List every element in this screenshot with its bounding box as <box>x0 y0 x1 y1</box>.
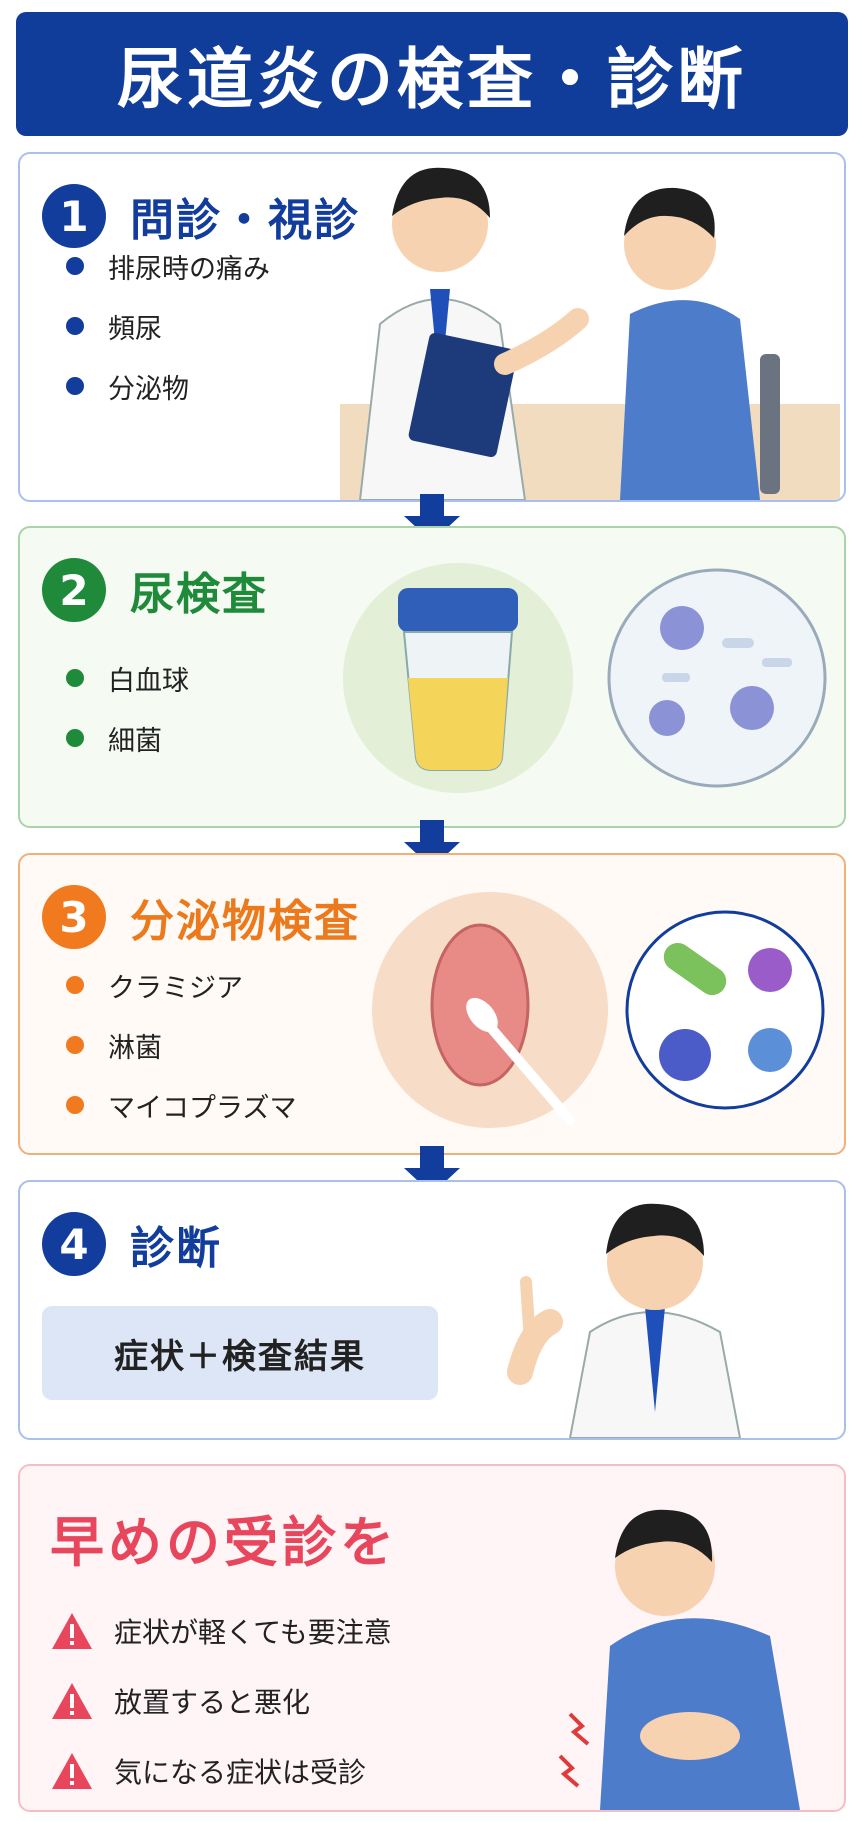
list-item: マイコプラズマ <box>66 1075 296 1135</box>
bullet-icon <box>66 317 84 335</box>
step-header: 1 問診・視診 <box>42 184 360 248</box>
step-card-discharge-test: 3 分泌物検査 クラミジア 淋菌 マイコプラズマ <box>18 853 846 1155</box>
down-arrow-icon <box>404 494 460 542</box>
step-card-diagnosis: 4 診断 症状＋検査結果 <box>18 1180 846 1440</box>
bullet-icon <box>66 729 84 747</box>
down-arrow-icon <box>404 1146 460 1194</box>
list-item: クラミジア <box>66 955 296 1015</box>
step-number: 2 <box>42 558 106 622</box>
bullet-icon <box>66 669 84 687</box>
swab-illustration <box>372 892 608 1128</box>
step-card-interview: 1 問診・視診 排尿時の痛み 頻尿 分泌物 <box>18 152 846 502</box>
bullet-icon <box>66 257 84 275</box>
step-title: 分泌物検査 <box>130 896 360 947</box>
list-item: 頻尿 <box>66 296 270 356</box>
step-title: 診断 <box>130 1223 222 1274</box>
early-consultation-title: 早めの受診を <box>50 1511 398 1574</box>
urine-cup-illustration <box>343 563 573 793</box>
list-item: 放置すると悪化 <box>50 1666 392 1736</box>
page-title: 尿道炎の検査・診断 <box>16 12 848 136</box>
diagnosis-basis: 症状＋検査結果 <box>42 1306 438 1400</box>
symptom-list: 排尿時の痛み 頻尿 分泌物 <box>66 236 270 416</box>
down-arrow-icon <box>404 820 460 868</box>
warning-list: 症状が軽くても要注意 放置すると悪化 気になる症状は受診 <box>50 1596 392 1806</box>
step-header: 4 診断 <box>42 1212 222 1276</box>
list-item: 症状が軽くても要注意 <box>50 1596 392 1666</box>
doctor-patient-illustration <box>340 167 840 500</box>
step-header: 3 分泌物検査 <box>42 885 360 949</box>
list-item: 細菌 <box>66 708 189 768</box>
step-title: 問診・視診 <box>130 195 360 246</box>
step-number: 3 <box>42 885 106 949</box>
bacteria-illustration <box>625 910 825 1110</box>
list-item: 淋菌 <box>66 1015 296 1075</box>
pain-illustration <box>558 1509 800 1810</box>
list-item: 排尿時の痛み <box>66 236 270 296</box>
warning-icon <box>52 1613 92 1649</box>
step-header: 2 尿検査 <box>42 558 268 622</box>
pathogen-list: クラミジア 淋菌 マイコプラズマ <box>66 955 296 1135</box>
step-number: 4 <box>42 1212 106 1276</box>
bullet-icon <box>66 1096 84 1114</box>
bullet-icon <box>66 976 84 994</box>
warning-icon <box>52 1753 92 1789</box>
doctor-illustration <box>507 1203 742 1438</box>
list-item: 白血球 <box>66 648 189 708</box>
bullet-icon <box>66 1036 84 1054</box>
step-number: 1 <box>42 184 106 248</box>
microscope-cells-illustration <box>607 568 827 788</box>
early-consultation-card: 早めの受診を 症状が軽くても要注意 放置すると悪化 気になる症状は受診 <box>18 1464 846 1812</box>
step-card-urine-test: 2 尿検査 白血球 細菌 <box>18 526 846 828</box>
step-title: 尿検査 <box>130 569 268 620</box>
list-item: 気になる症状は受診 <box>50 1736 392 1806</box>
list-item: 分泌物 <box>66 356 270 416</box>
bullet-icon <box>66 377 84 395</box>
urine-findings-list: 白血球 細菌 <box>66 648 189 768</box>
warning-icon <box>52 1683 92 1719</box>
